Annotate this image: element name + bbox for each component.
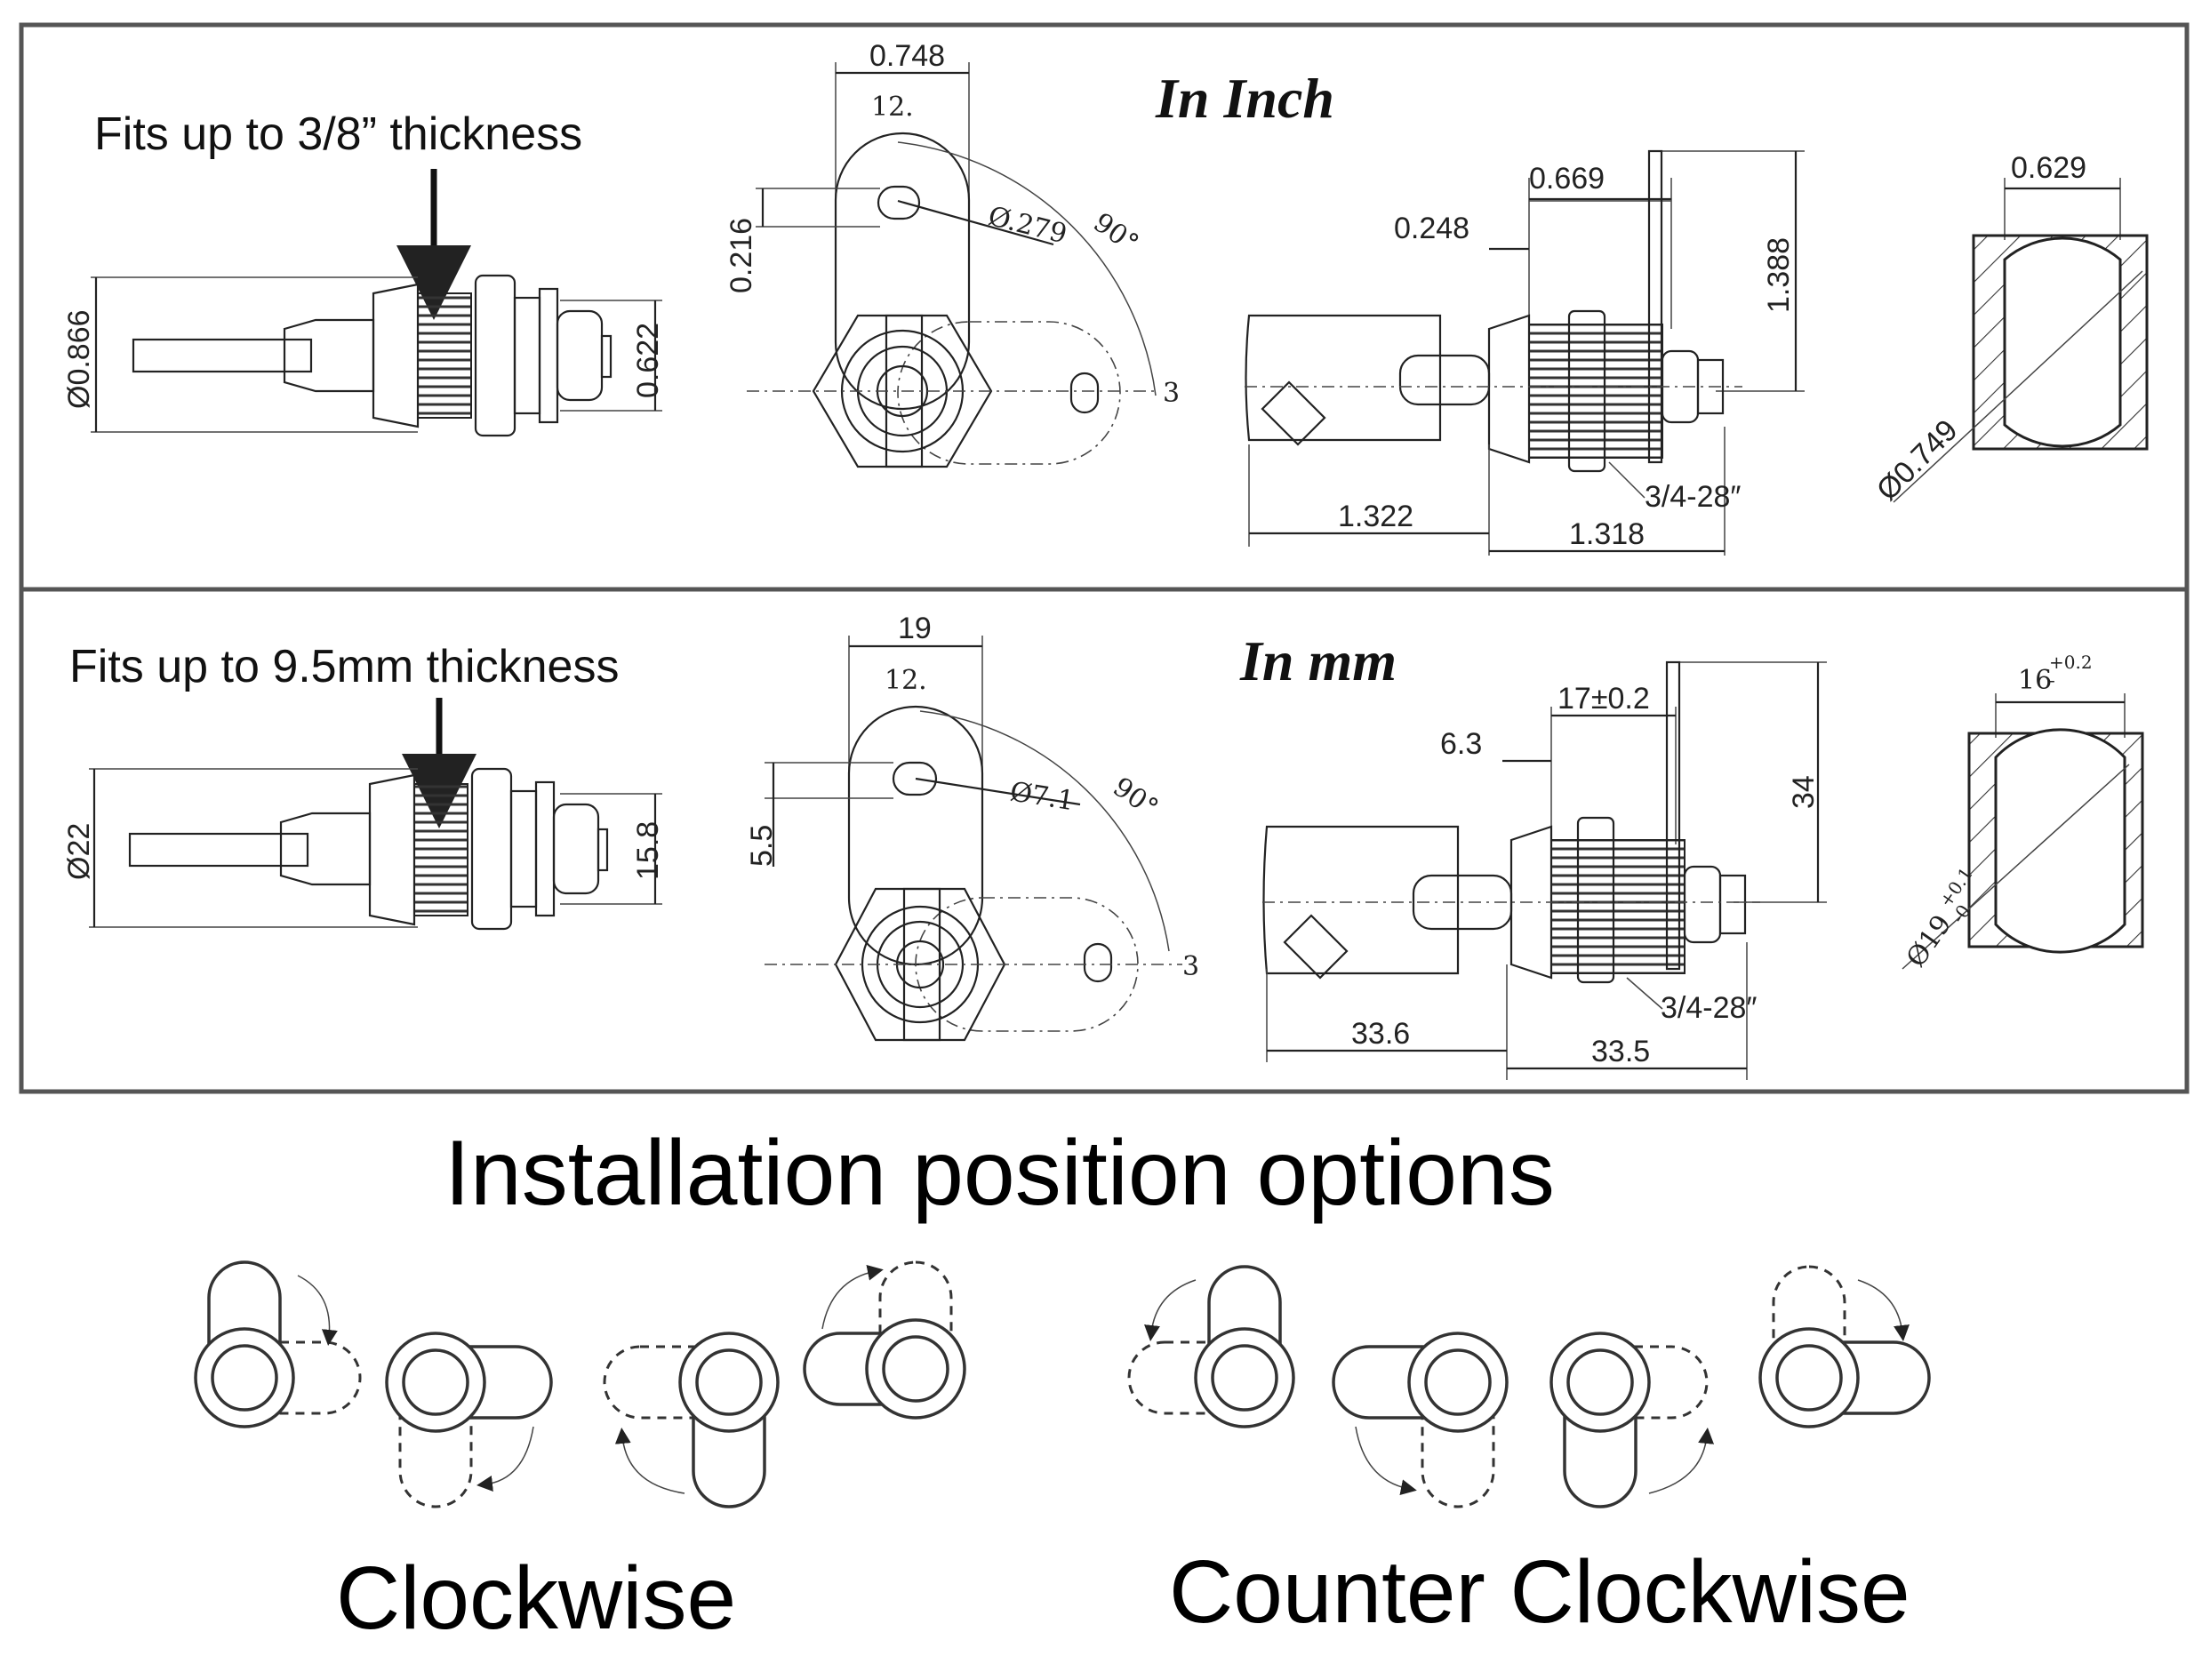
clockwise-position-1 bbox=[194, 1260, 362, 1428]
inch-angle: 90° bbox=[1087, 207, 1144, 260]
install-title: Installation position options bbox=[444, 1122, 1555, 1225]
clockwise-label: Clockwise bbox=[336, 1548, 736, 1648]
inch-key-length: 1.322 bbox=[1338, 500, 1413, 533]
counter-clockwise-label: Counter Clockwise bbox=[1169, 1542, 1910, 1642]
inch-pos-label: 3 bbox=[1163, 378, 1180, 409]
clockwise-position-4 bbox=[803, 1260, 966, 1420]
mm-cutout-width-tol: +0.2 bbox=[2049, 652, 2093, 673]
counter-clockwise-position-1 bbox=[1127, 1265, 1295, 1428]
mm-hole-dia: Ø7.1 bbox=[1008, 776, 1077, 817]
counter-clockwise-position-4 bbox=[1758, 1265, 1931, 1428]
inch-cam-length: 1.388 bbox=[1762, 237, 1796, 313]
inch-cutout-width: 0.629 bbox=[2011, 151, 2086, 185]
mm-thread: 3/4-28″ bbox=[1661, 991, 1757, 1025]
mm-nut-height: 15.8 bbox=[631, 821, 665, 880]
inch-thread: 3/4-28″ bbox=[1645, 480, 1741, 514]
mm-angle: 90° bbox=[1107, 772, 1164, 824]
clockwise-position-3 bbox=[603, 1332, 780, 1508]
inch-panel: In Inch Fits up to 3/8” thickness Ø0.866… bbox=[19, 22, 2190, 592]
mm-front-view: 19 12. 5.5 Ø7.1 90° 3 bbox=[745, 612, 1199, 1042]
inch-flange-to-body: 0.669 bbox=[1529, 162, 1605, 196]
counter-clockwise-position-3 bbox=[1549, 1332, 1715, 1508]
inch-unit-title: In Inch bbox=[1155, 67, 1334, 130]
inch-hole-offset: 0.216 bbox=[725, 218, 758, 293]
mm-panel: In mm Fits up to 9.5mm thickness Ø22 15.… bbox=[19, 587, 2190, 1094]
mm-panel-frame bbox=[19, 587, 2190, 1094]
mm-pos-label: 3 bbox=[1182, 951, 1199, 982]
inch-nut-height: 0.622 bbox=[631, 323, 665, 398]
inch-hole-dia: Ø.279 bbox=[985, 201, 1069, 251]
mm-cutout-width: 16 bbox=[2018, 665, 2052, 696]
inch-side-view: Ø0.866 0.622 bbox=[62, 274, 665, 437]
inch-front-view: 0.748 12. 0.216 Ø.279 90° 3 bbox=[725, 39, 1180, 468]
mm-side-view: Ø22 15.8 bbox=[62, 767, 665, 931]
mm-fits-label: Fits up to 9.5mm thickness bbox=[69, 641, 619, 692]
mm-cutout-width-tol2: - bbox=[2049, 669, 2055, 691]
mm-body-length: 33.5 bbox=[1591, 1035, 1650, 1068]
mm-unit-title: In mm bbox=[1239, 629, 1397, 692]
inch-top-view: 0.669 0.248 1.388 1.322 1.318 bbox=[1245, 149, 1805, 556]
mm-top-view: 17±0.2 6.3 34 33.6 33.5 3/4-28 bbox=[1262, 660, 1827, 1080]
inch-cam-width: 0.748 bbox=[869, 39, 945, 73]
inch-head-gap: 0.248 bbox=[1394, 212, 1469, 245]
mm-cam-inner: 12. bbox=[885, 665, 927, 696]
mm-head-gap: 6.3 bbox=[1440, 727, 1482, 761]
mm-cam-length: 34 bbox=[1787, 775, 1821, 809]
mm-key-length: 33.6 bbox=[1351, 1017, 1410, 1051]
inch-cutout-dia: Ø0.749 bbox=[1870, 413, 1965, 508]
inch-body-dia: Ø0.866 bbox=[62, 309, 96, 409]
inch-fits-label: Fits up to 3/8” thickness bbox=[94, 108, 582, 160]
mm-cutout-view: 16 +0.2 - Ø19 +0.1 -0 bbox=[1901, 652, 2144, 973]
inch-cam-inner: 12. bbox=[871, 92, 914, 123]
inch-cutout-view: 0.629 Ø0.749 bbox=[1870, 151, 2149, 508]
counter-clockwise-position-2 bbox=[1332, 1332, 1509, 1508]
mm-cam-width: 19 bbox=[898, 612, 932, 645]
mm-hole-offset: 5.5 bbox=[745, 825, 779, 867]
inch-body-length: 1.318 bbox=[1569, 517, 1645, 551]
mm-body-dia: Ø22 bbox=[62, 823, 96, 880]
mm-flange-to-body: 17±0.2 bbox=[1557, 682, 1650, 716]
clockwise-position-2 bbox=[385, 1332, 553, 1508]
